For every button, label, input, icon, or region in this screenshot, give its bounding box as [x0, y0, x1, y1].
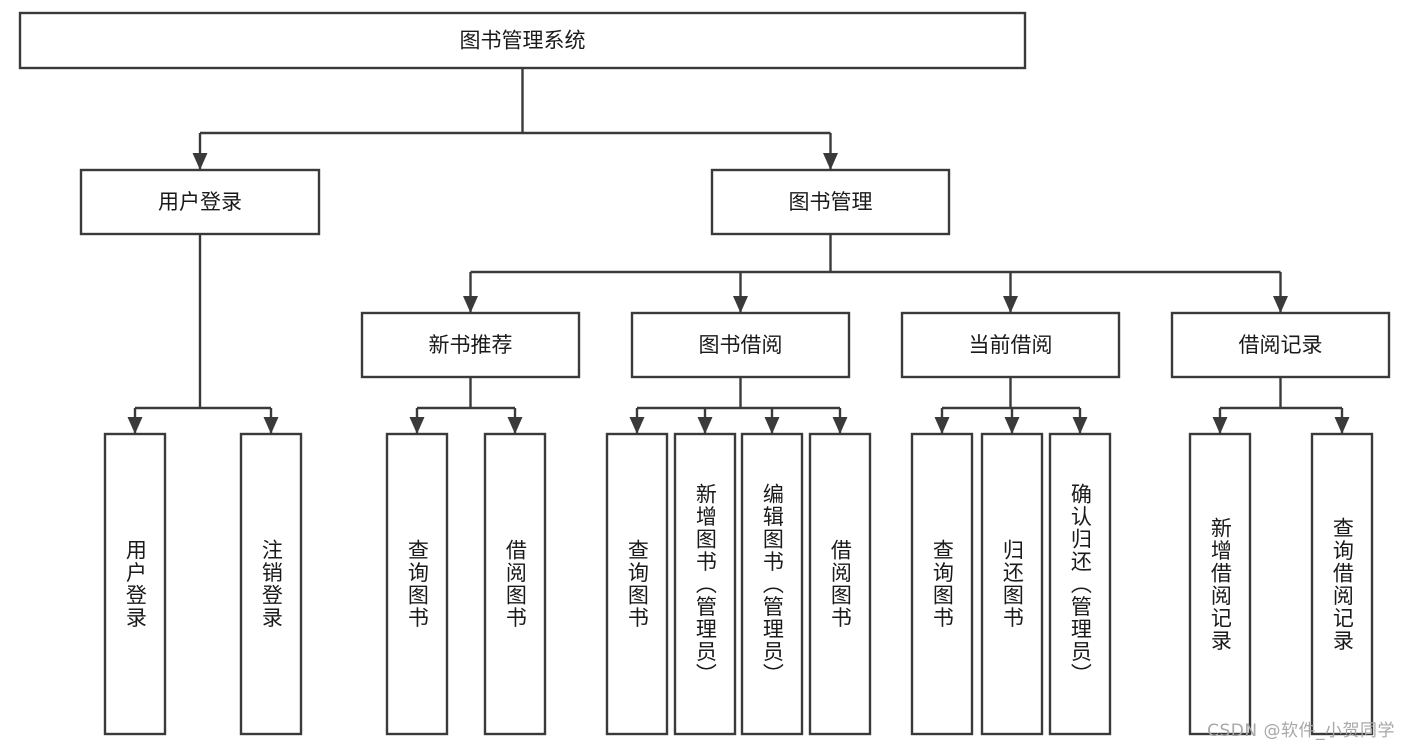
book-mgmt-to-level3-arrow-1	[733, 296, 748, 313]
node-leaf-edit-book-label: 编辑图书（管理员）	[760, 482, 785, 686]
node-book-borrow-label: 图书借阅	[699, 333, 783, 357]
user-login-to-leaves-arrow-1	[263, 417, 279, 434]
node-leaf-return-book-box[interactable]	[980, 432, 1044, 736]
node-book-management-box[interactable]	[710, 168, 951, 236]
book-mgmt-to-level3-arrow-0	[463, 296, 478, 313]
node-borrow-record-box[interactable]	[1170, 311, 1391, 379]
node-leaf-query-borrow-record-label: 查询借阅记录	[1330, 516, 1355, 652]
node-leaf-add-book-label: 新增图书（管理员）	[693, 482, 718, 686]
node-book-borrow-box[interactable]	[630, 311, 851, 379]
node-leaf-borrow-book-2-label-wrap: 借阅图书	[828, 539, 853, 629]
node-root-label: 图书管理系统	[460, 29, 586, 53]
node-leaf-add-book-label-wrap: 新增图书（管理员）	[693, 482, 718, 686]
node-leaf-query-book-2-label-wrap: 查询图书	[625, 539, 650, 629]
node-leaf-query-book-3-label: 查询图书	[930, 539, 955, 629]
node-current-borrow-box[interactable]	[900, 311, 1121, 379]
current-borrow-to-leaves-arrow-1	[1004, 417, 1020, 434]
node-leaf-add-borrow-record-label: 新增借阅记录	[1208, 516, 1233, 652]
current-borrow-to-leaves-arrow-0	[934, 417, 950, 434]
node-leaf-user-login-label: 用户登录	[123, 539, 148, 629]
node-leaf-query-book-1-label-wrap: 查询图书	[405, 539, 430, 629]
borrow-record-to-leaves-arrow-0	[1212, 417, 1228, 434]
node-leaf-borrow-book-2-box[interactable]	[808, 432, 872, 736]
root-to-level2-arrow-1	[823, 153, 838, 170]
node-leaf-query-borrow-record-label-wrap: 查询借阅记录	[1330, 516, 1355, 652]
book-borrow-to-leaves-arrow-2	[764, 417, 780, 434]
node-leaf-logout-login-box[interactable]	[239, 432, 303, 736]
node-leaf-query-borrow-record-box[interactable]	[1310, 432, 1374, 736]
node-leaf-confirm-return-label-wrap: 确认归还（管理员）	[1068, 482, 1093, 686]
new-book-recommend-to-leaves-arrow-0	[409, 417, 425, 434]
node-leaf-borrow-book-2-label: 借阅图书	[828, 539, 853, 629]
node-leaf-user-login-box[interactable]	[103, 432, 167, 736]
node-leaf-return-book-label: 归还图书	[1000, 539, 1025, 629]
node-leaf-add-borrow-record-box[interactable]	[1188, 432, 1252, 736]
node-leaf-logout-login-label: 注销登录	[259, 539, 284, 629]
node-leaf-add-borrow-record-label-wrap: 新增借阅记录	[1208, 516, 1233, 652]
book-borrow-to-leaves-arrow-0	[629, 417, 645, 434]
node-leaf-borrow-book-1-box[interactable]	[483, 432, 547, 736]
user-login-to-leaves-arrow-0	[127, 417, 143, 434]
node-leaf-edit-book-box[interactable]	[740, 432, 804, 736]
borrow-record-to-leaves-arrow-1	[1334, 417, 1350, 434]
node-boxes: 图书管理系统用户登录图书管理新书推荐图书借阅当前借阅借阅记录用户登录注销登录查询…	[18, 11, 1391, 736]
node-leaf-user-login-label-wrap: 用户登录	[123, 539, 148, 629]
node-book-management-label: 图书管理	[789, 190, 873, 214]
node-user-login-label: 用户登录	[158, 190, 242, 214]
node-leaf-confirm-return-box[interactable]	[1048, 432, 1112, 736]
node-leaf-query-book-2-label: 查询图书	[625, 539, 650, 629]
node-leaf-query-book-1-box[interactable]	[385, 432, 449, 736]
node-root-box[interactable]	[18, 11, 1027, 70]
node-current-borrow-label: 当前借阅	[969, 333, 1053, 357]
node-leaf-query-book-3-box[interactable]	[910, 432, 974, 736]
current-borrow-to-leaves-arrow-2	[1072, 417, 1088, 434]
node-user-login-box[interactable]	[79, 168, 321, 236]
node-leaf-borrow-book-1-label-wrap: 借阅图书	[503, 539, 528, 629]
new-book-recommend-to-leaves-arrow-1	[507, 417, 523, 434]
book-borrow-to-leaves-arrow-1	[697, 417, 713, 434]
node-leaf-add-book-box[interactable]	[673, 432, 737, 736]
node-leaf-return-book-label-wrap: 归还图书	[1000, 539, 1025, 629]
book-borrow-to-leaves-arrow-3	[832, 417, 848, 434]
node-borrow-record-label: 借阅记录	[1239, 333, 1323, 357]
root-to-level2-arrow-0	[192, 153, 208, 170]
book-mgmt-to-level3-arrow-3	[1273, 296, 1288, 313]
node-new-book-recommend-label: 新书推荐	[429, 333, 513, 357]
node-leaf-confirm-return-label: 确认归还（管理员）	[1068, 482, 1093, 686]
node-leaf-query-book-3-label-wrap: 查询图书	[930, 539, 955, 629]
node-leaf-edit-book-label-wrap: 编辑图书（管理员）	[760, 482, 785, 686]
connector-lines	[127, 68, 1350, 434]
node-leaf-borrow-book-1-label: 借阅图书	[503, 539, 528, 629]
node-leaf-query-book-1-label: 查询图书	[405, 539, 430, 629]
node-new-book-recommend-box[interactable]	[360, 311, 581, 379]
node-leaf-query-book-2-box[interactable]	[605, 432, 669, 736]
node-leaf-logout-login-label-wrap: 注销登录	[259, 539, 284, 629]
book-mgmt-to-level3-arrow-2	[1003, 296, 1018, 313]
